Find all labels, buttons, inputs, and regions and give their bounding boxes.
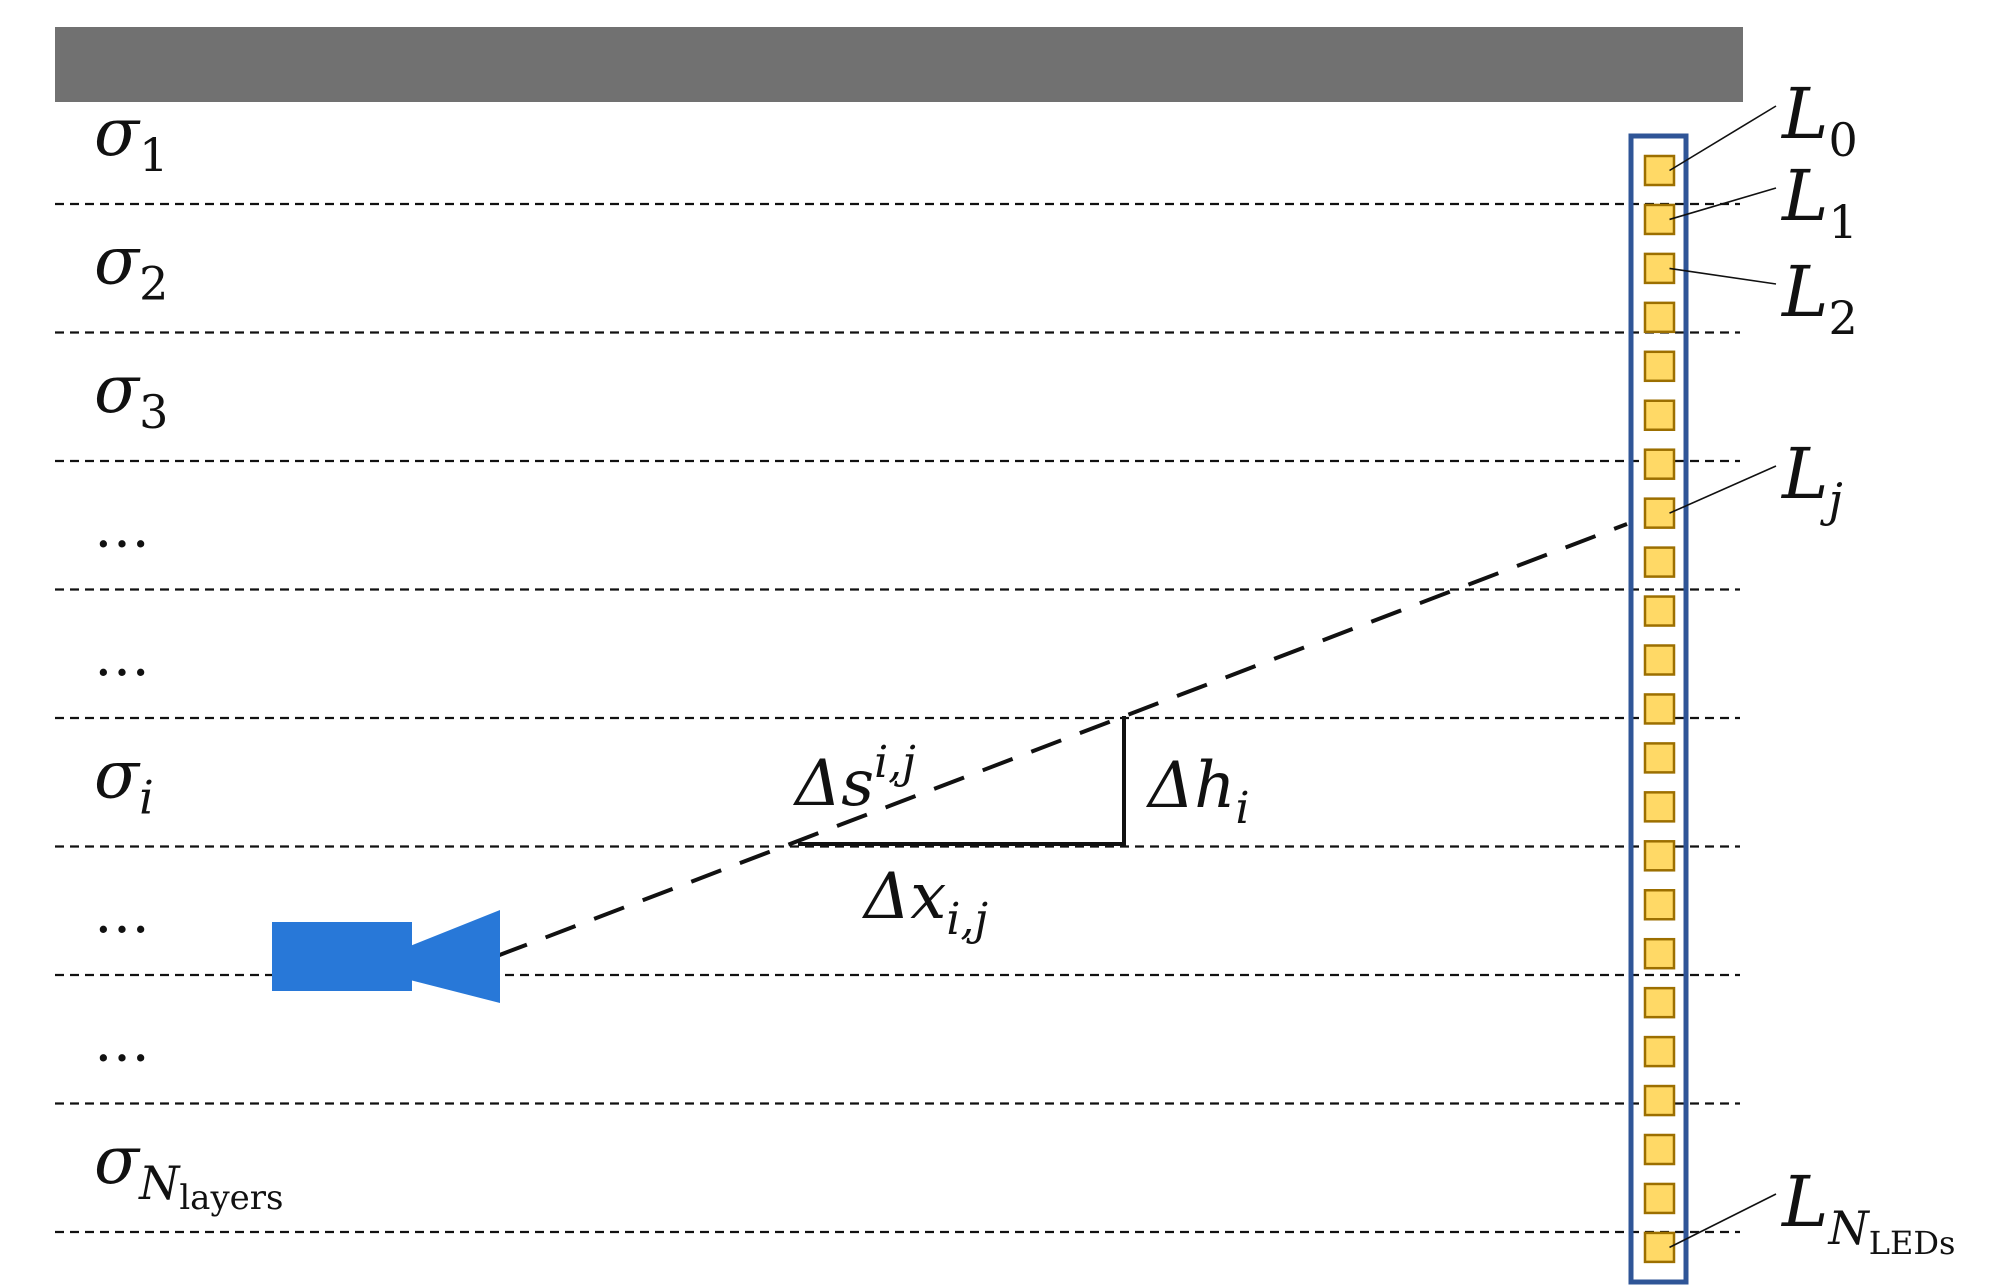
layer-label: … (94, 1010, 150, 1075)
led-square (1643, 937, 1676, 970)
layer-subsubscript: layers (179, 1178, 283, 1218)
led-symbol: L (1780, 73, 1828, 155)
led-subscript: 2 (1828, 291, 1857, 345)
led-square (1643, 644, 1676, 676)
layer-symbol: … (94, 496, 150, 561)
layer-boundaries (55, 202, 1740, 1234)
led-squares (1643, 154, 1676, 1264)
layer-subscript: 1 (139, 128, 168, 182)
layer-symbol: … (94, 881, 150, 946)
layer-symbol: σ (94, 94, 141, 171)
led-square (1643, 1182, 1676, 1215)
led-square (1643, 791, 1676, 823)
led-leader-line (1669, 465, 1777, 514)
led-subscript: 0 (1828, 113, 1857, 167)
layer-label: σ2 (94, 223, 168, 311)
led-square (1643, 497, 1676, 529)
led-label: L1 (1780, 155, 1858, 249)
led-square (1643, 595, 1676, 627)
layer-label: … (94, 881, 150, 946)
led-strip-border (1628, 133, 1689, 1285)
delta-x-symbol: Δx (861, 860, 946, 934)
layer-label: σi (94, 737, 154, 825)
delta-s-label: Δsi,j (792, 737, 916, 821)
led-square (1643, 1035, 1676, 1068)
led-subscript: 1 (1828, 195, 1857, 249)
led-square (1643, 742, 1676, 774)
led-square (1643, 889, 1676, 921)
layer-symbol: σ (94, 223, 141, 300)
layer-label: σNlayers (94, 1122, 284, 1218)
led-square (1643, 1133, 1676, 1166)
layer-label: … (94, 624, 150, 689)
led-leader-line (1669, 187, 1777, 221)
led-square (1643, 399, 1676, 431)
delta-s-symbol: Δs (792, 747, 874, 821)
led-symbol: L (1780, 1161, 1828, 1243)
delta-x-label: Δxi,j (861, 860, 988, 945)
led-leader-line (1669, 105, 1777, 172)
layer-symbol: σ (94, 351, 141, 428)
layer-symbol: … (94, 624, 150, 689)
layer-label: σ1 (94, 94, 168, 182)
led-square (1643, 154, 1676, 187)
led-symbol: L (1780, 155, 1828, 237)
layer-subscript: 3 (139, 385, 168, 439)
layer-symbol: σ (94, 737, 141, 814)
delta-h-subscript: i (1235, 783, 1249, 834)
delta-h-symbol: Δh (1145, 749, 1235, 823)
led-symbol: L (1780, 251, 1828, 333)
led-square (1643, 693, 1676, 725)
led-square (1643, 546, 1676, 578)
led-label: L2 (1780, 251, 1858, 345)
led-square (1643, 448, 1676, 480)
led-square (1643, 1084, 1676, 1117)
led-leader-line (1669, 267, 1777, 285)
camera-icon (272, 910, 500, 1003)
led-square (1643, 203, 1676, 236)
delta-h-label: Δhi (1145, 749, 1250, 834)
led-subsubscript: LEDs (1869, 1224, 1956, 1262)
led-label: Lj (1780, 433, 1843, 527)
camera-lens (410, 910, 500, 1003)
layer-subscript: 2 (139, 257, 168, 311)
led-label: L0 (1780, 73, 1858, 167)
layer-subscript: N (138, 1156, 181, 1210)
led-square (1643, 986, 1676, 1019)
led-square (1643, 301, 1676, 334)
led-label: LNLEDs (1780, 1161, 1955, 1262)
layer-symbol: σ (94, 1122, 141, 1199)
led-symbol: L (1780, 433, 1828, 515)
delta-s-subscript: i,j (874, 737, 916, 788)
led-square (1643, 1231, 1676, 1264)
led-square (1643, 350, 1676, 383)
layer-label: σ3 (94, 351, 168, 439)
ceiling-bar (55, 27, 1743, 102)
ray-camera-to-led-j (496, 522, 1628, 958)
layer-subscript: i (139, 771, 154, 825)
led-subscript: N (1827, 1201, 1870, 1255)
led-square (1643, 840, 1676, 872)
camera-body (272, 922, 412, 991)
delta-x-subscript: i,j (946, 894, 988, 945)
led-leader-line (1669, 1193, 1777, 1249)
layer-symbol: … (94, 1010, 150, 1075)
layer-label: … (94, 496, 150, 561)
